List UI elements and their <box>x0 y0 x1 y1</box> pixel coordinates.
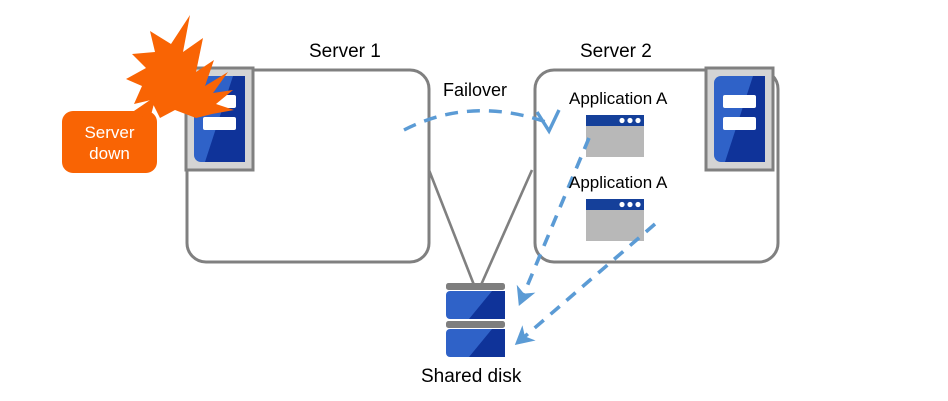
failover-label: Failover <box>443 80 508 100</box>
app1-to-disk-arrow <box>516 137 591 306</box>
application-window-icon-2 <box>586 199 644 241</box>
application-window-icon-1 <box>586 115 644 157</box>
app2-to-disk-arrow <box>514 222 657 346</box>
server-down-line2: down <box>89 144 130 164</box>
server2-server-icon <box>704 66 775 172</box>
lightning-burst-icon <box>126 15 234 118</box>
application-a-label-1: Application A <box>569 89 668 108</box>
connector-server2-disk <box>479 169 534 286</box>
shared-disk-label: Shared disk <box>421 366 522 387</box>
server-down-line1: Server <box>84 123 135 142</box>
server-down-callout <box>62 96 157 173</box>
server1-title: Server 1 <box>309 41 381 62</box>
application-a-label-2: Application A <box>569 173 668 192</box>
server-to-disk-connectors <box>427 169 534 286</box>
server-down-text: Server down <box>62 122 157 165</box>
shared-disk-icon <box>446 283 505 357</box>
connector-server1-disk <box>427 169 476 286</box>
failover-arrow <box>403 109 561 135</box>
server2-title: Server 2 <box>580 41 652 62</box>
